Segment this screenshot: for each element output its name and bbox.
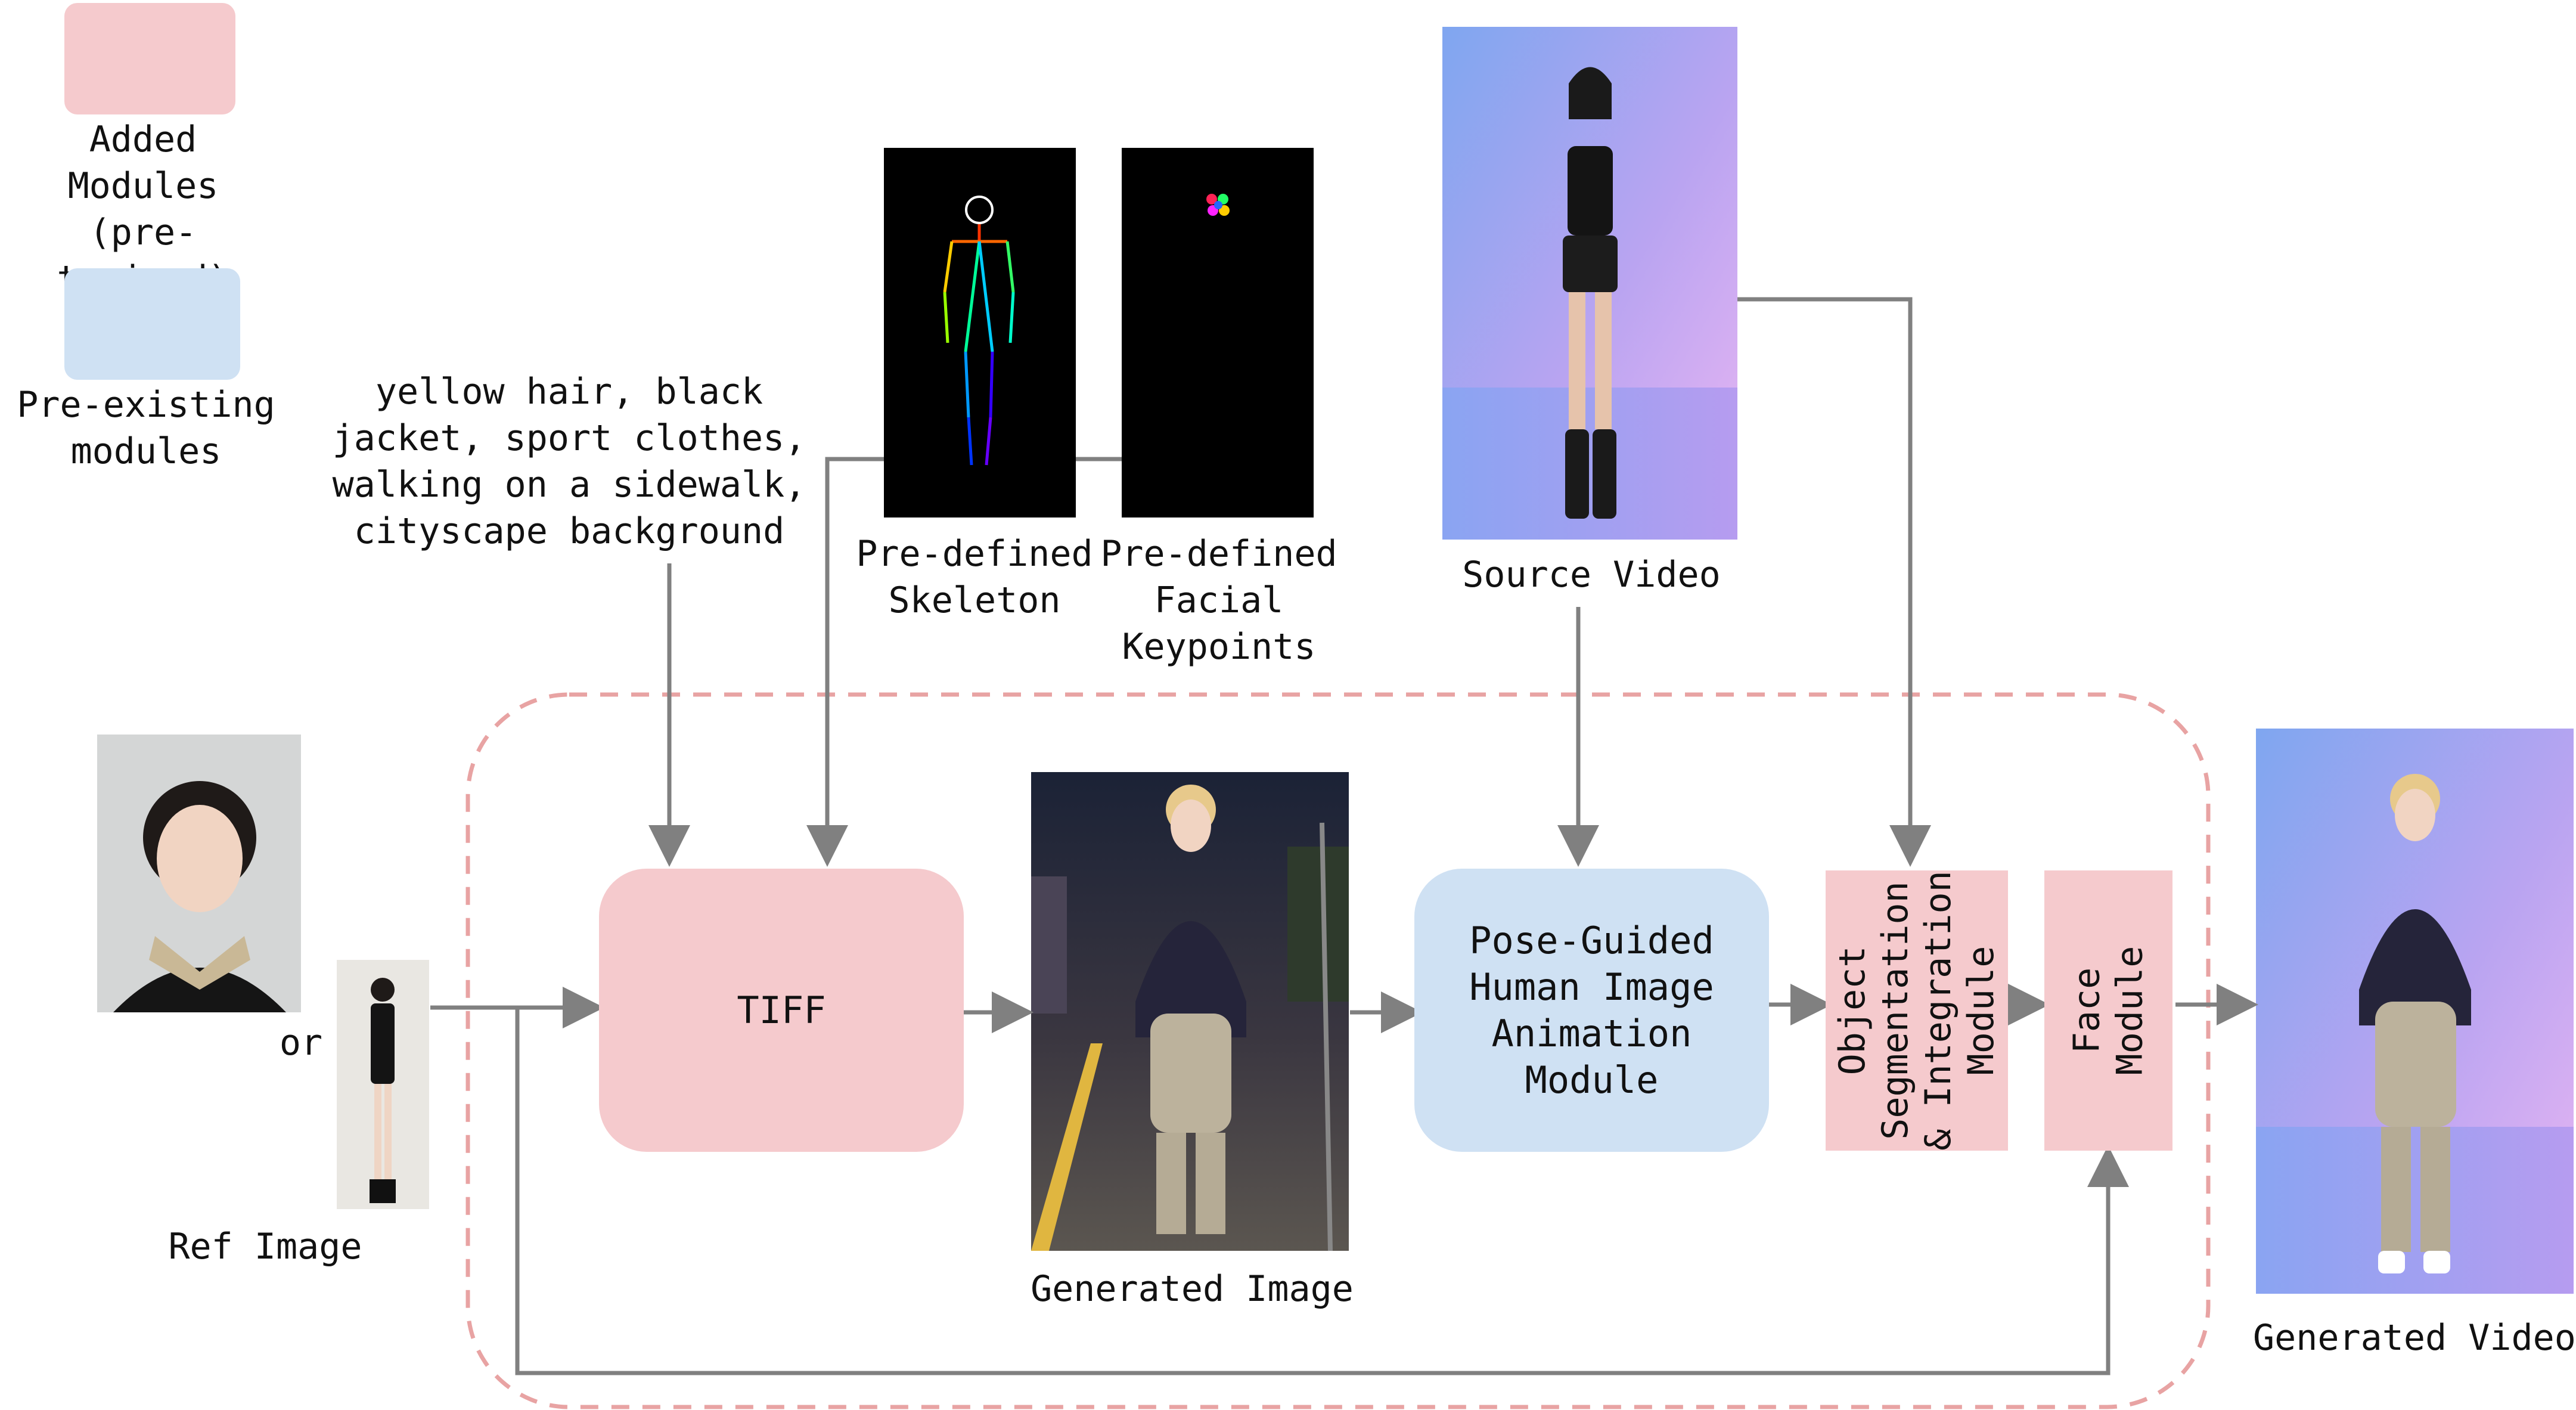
- tiff-module-label: TIFF: [737, 988, 826, 1032]
- skeleton-image: [884, 148, 1076, 517]
- ref-portrait-image: [97, 735, 301, 1012]
- legend-preexisting-label: Pre-existing modules: [17, 384, 275, 472]
- source-video-caption: Source Video: [1462, 554, 1721, 596]
- tiff-module: TIFF: [599, 869, 964, 1152]
- arrows: [430, 297, 2258, 1375]
- skeleton-caption: Pre-defined Skeleton: [856, 533, 1093, 621]
- pipeline-region: [465, 692, 2211, 1409]
- segmentation-module: Object Segmentation & Integration Module: [1826, 870, 2008, 1151]
- generated-image-caption: Generated Image: [1031, 1268, 1354, 1310]
- arrow-source-to-segmentation: [1737, 297, 1931, 867]
- face-module-label: Face Module: [2066, 946, 2151, 1076]
- source-video-image: [1442, 27, 1737, 540]
- facial-keypoints-caption: Pre-defined Facial Keypoints: [1100, 533, 1337, 668]
- pose-guided-module: Pose-Guided Human Image Animation Module: [1414, 869, 1769, 1152]
- arrow-skeleton-to-tiff: [806, 457, 884, 867]
- generated-video-image: [2256, 729, 2574, 1294]
- text-prompt: yellow hair, black jacket, sport clothes…: [332, 371, 806, 552]
- pose-guided-module-label: Pose-Guided Human Image Animation Module: [1469, 918, 1714, 1102]
- face-module: Face Module: [2044, 870, 2172, 1151]
- ref-fullbody-image: [337, 960, 429, 1209]
- ref-image-caption: Ref Image: [168, 1226, 362, 1268]
- or-label: or: [279, 1022, 323, 1064]
- segmentation-module-label: Object Segmentation & Integration Module: [1832, 870, 2003, 1151]
- generated-image: [1031, 772, 1349, 1251]
- legend-added-swatch: [64, 3, 235, 114]
- arrow-ref-bypass-to-face: [515, 1008, 2129, 1375]
- facial-keypoints-image: [1122, 148, 1314, 517]
- generated-video-caption: Generated Video: [2253, 1317, 2576, 1359]
- legend-preexisting-swatch: [64, 268, 240, 380]
